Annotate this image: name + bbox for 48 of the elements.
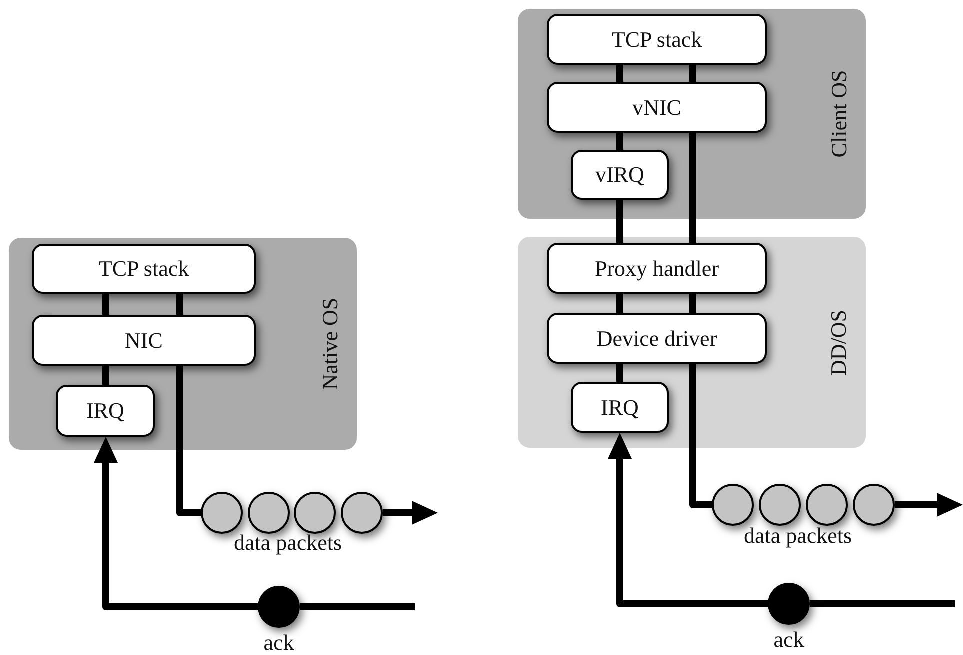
connector-line [176, 366, 201, 516]
packets-label: data packets [232, 530, 344, 556]
region-title: Client OS [826, 70, 852, 158]
packet-circle [341, 492, 383, 534]
component-box: NIC [32, 315, 256, 366]
connector-line [616, 65, 624, 82]
packet-circle [294, 492, 336, 534]
connector-line [176, 294, 184, 315]
connector-line [616, 133, 624, 150]
ack-dot [258, 586, 300, 628]
component-box: vNIC [547, 82, 767, 133]
connector-line [810, 600, 955, 608]
component-box: IRQ [571, 382, 669, 433]
node-caption: ack [264, 630, 294, 655]
packet-circle [201, 492, 243, 534]
node-caption: ack [774, 627, 804, 653]
connector-line [690, 65, 696, 82]
os-region [518, 9, 866, 219]
connector-line [616, 364, 624, 382]
component-box: Proxy handler [547, 243, 767, 294]
os-region [9, 238, 357, 450]
region-title: Native OS [317, 298, 343, 390]
arrow [383, 501, 438, 525]
connector-line [300, 604, 415, 610]
connector-line [102, 366, 110, 385]
packet-circle [806, 484, 848, 526]
packet-circle [248, 492, 290, 534]
connector-line [616, 200, 624, 243]
packets-label: data packets [742, 523, 854, 549]
arrow [895, 493, 963, 517]
component-box: IRQ [56, 385, 155, 437]
packet-circle [759, 484, 801, 526]
connector-line [690, 294, 696, 313]
connector-line [690, 364, 712, 508]
packet-circle [712, 484, 754, 526]
component-box: vIRQ [571, 150, 669, 200]
connector-line [616, 294, 624, 313]
connector-line [690, 133, 696, 243]
packet-circle [853, 484, 895, 526]
component-box: TCP stack [32, 244, 256, 294]
ack-dot [768, 583, 810, 625]
component-box: Device driver [547, 313, 767, 364]
arrow [608, 433, 768, 608]
component-box: TCP stack [547, 14, 767, 65]
arrow [94, 437, 258, 610]
os-region [518, 237, 866, 448]
region-title: DD/OS [826, 310, 852, 376]
connector-line [102, 294, 110, 315]
